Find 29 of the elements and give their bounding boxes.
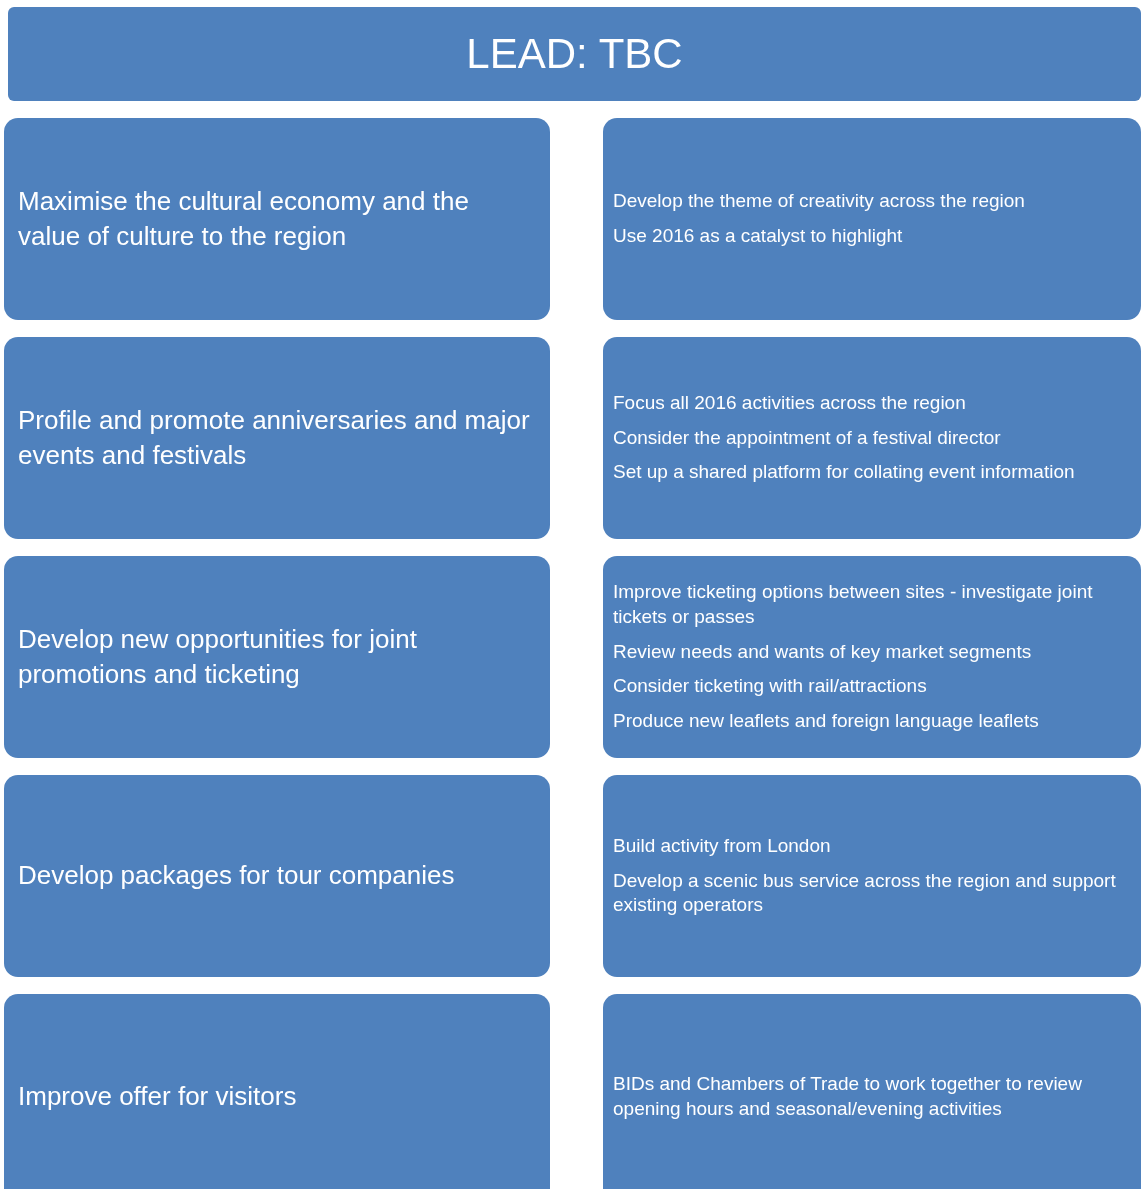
objective-text: Develop packages for tour companies — [18, 859, 456, 893]
action-box — [603, 556, 1141, 758]
action-text: Consider the appointment of a festival director — [613, 425, 1002, 450]
action-text: Produce new leaflets and foreign language leaflets — [613, 709, 1040, 734]
objective-text: Improve offer for visitors — [18, 1079, 298, 1113]
objective-text: Maximise the cultural economy and the value of culture to the region — [18, 184, 470, 253]
objective-text: Profile and promote anniversaries and major events and festivals — [18, 403, 531, 472]
action-text: Improve ticketing options between sites - investigate joint tickets or passes — [613, 580, 1094, 629]
action-text: Focus all 2016 activities across the region — [613, 390, 967, 415]
action-text: Use 2016 as a catalyst to highlight — [613, 224, 904, 248]
action-text: Set up a shared platform for collating event information — [613, 460, 1076, 485]
objective-box — [4, 118, 550, 320]
action-text: Consider ticketing with rail/attractions — [613, 674, 928, 699]
action-text: Build activity from London — [613, 833, 832, 858]
action-text: Develop the theme of creativity across the region — [613, 189, 1026, 214]
objective-box — [4, 994, 550, 1189]
action-box — [603, 775, 1141, 977]
objective-text: Develop new opportunities for joint promotions and ticketing — [18, 622, 418, 691]
header-title: LEAD: TBC — [466, 30, 683, 78]
header-banner — [8, 7, 1141, 101]
action-box — [603, 994, 1141, 1189]
objective-box — [4, 775, 550, 977]
action-box — [603, 118, 1141, 320]
action-text: Review needs and wants of key market segments — [613, 639, 1033, 664]
objective-box — [4, 556, 550, 758]
action-text: Develop a scenic bus service across the region and support existing operators — [613, 868, 1117, 918]
action-text: BIDs and Chambers of Trade to work together to review opening hours and seasonal/evening activities — [613, 1071, 1083, 1121]
objective-box — [4, 337, 550, 539]
action-box — [603, 337, 1141, 539]
